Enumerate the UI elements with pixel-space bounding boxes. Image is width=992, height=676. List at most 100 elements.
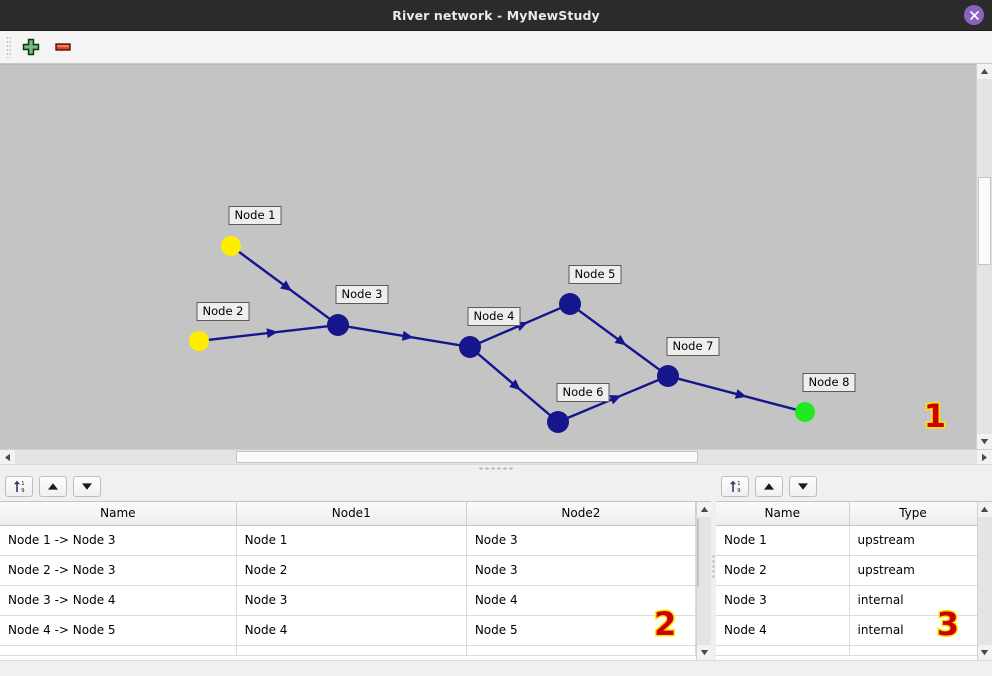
graph-vscroll-thumb[interactable] xyxy=(978,177,991,265)
graph-node-node-8[interactable] xyxy=(795,402,815,422)
vsplitter-grip-icon xyxy=(712,554,715,578)
triangle-down-icon xyxy=(82,483,92,490)
nodes-scroll-up-button[interactable] xyxy=(977,502,992,517)
column-header-type[interactable]: Type xyxy=(849,502,977,526)
links-vscroll-thumb[interactable] xyxy=(697,519,699,587)
nodes-sort-button[interactable]: 1 9 xyxy=(721,476,749,497)
table-cell[interactable]: internal xyxy=(849,585,977,616)
table-cell[interactable]: Node 4 xyxy=(466,585,696,616)
table-cell[interactable]: Node 3 xyxy=(716,585,850,616)
table-cell[interactable]: Node 4 -> Node 5 xyxy=(0,615,237,646)
chevron-up-icon xyxy=(700,506,708,512)
triangle-down-icon xyxy=(798,483,808,490)
nodes-move-down-button[interactable] xyxy=(789,476,817,497)
column-header-node2[interactable]: Node2 xyxy=(466,502,696,526)
graph-horizontal-scrollbar[interactable] xyxy=(0,449,992,464)
column-header-name[interactable]: Name xyxy=(716,502,850,526)
links-table-vertical-scrollbar[interactable] xyxy=(696,502,711,660)
vertical-splitter[interactable] xyxy=(711,472,716,660)
network-canvas[interactable]: Node 1 Node 2 Node 3 Node 4 Node 5 Node 6 Node… xyxy=(0,64,976,449)
edge-arrow-icon xyxy=(509,379,521,391)
scroll-down-button[interactable] xyxy=(977,434,992,449)
table-cell[interactable]: Node 2 xyxy=(236,555,467,586)
graph-node-node-1[interactable] xyxy=(221,236,241,256)
graph-vertical-scrollbar[interactable] xyxy=(976,64,992,449)
table-cell-empty xyxy=(716,645,850,656)
close-button[interactable] xyxy=(964,5,984,25)
links-sort-button[interactable]: 1 9 xyxy=(5,476,33,497)
horizontal-splitter[interactable] xyxy=(0,464,992,472)
table-cell[interactable]: internal xyxy=(849,615,977,646)
node-label-node-3[interactable]: Node 3 xyxy=(335,285,389,305)
graph-node-node-5[interactable] xyxy=(559,293,581,315)
delete-node-button[interactable] xyxy=(51,35,75,59)
table-empty-row[interactable] xyxy=(0,645,696,656)
table-cell[interactable]: Node 3 -> Node 4 xyxy=(0,585,237,616)
table-cell[interactable]: upstream xyxy=(849,555,977,586)
links-scroll-up-button[interactable] xyxy=(697,502,711,517)
scroll-left-button[interactable] xyxy=(0,450,15,464)
graph-panel: Node 1 Node 2 Node 3 Node 4 Node 5 Node 6 Node… xyxy=(0,64,992,464)
links-scroll-down-button[interactable] xyxy=(697,645,711,660)
chevron-down-icon xyxy=(700,650,708,656)
column-header-node1[interactable]: Node1 xyxy=(236,502,467,526)
table-empty-row[interactable] xyxy=(716,645,977,656)
table-cell[interactable]: Node 3 xyxy=(466,555,696,586)
node-label-node-5[interactable]: Node 5 xyxy=(568,265,622,285)
graph-node-node-2[interactable] xyxy=(189,331,209,351)
table-cell[interactable]: Node 2 -> Node 3 xyxy=(0,555,237,586)
nodes-scroll-down-button[interactable] xyxy=(977,645,992,660)
links-move-up-button[interactable] xyxy=(39,476,67,497)
table-cell[interactable]: Node 1 xyxy=(236,525,467,556)
graph-node-node-6[interactable] xyxy=(547,411,569,433)
node-label-node-7[interactable]: Node 7 xyxy=(666,337,720,357)
graph-node-node-4[interactable] xyxy=(459,336,481,358)
node-label-node-6[interactable]: Node 6 xyxy=(556,383,610,403)
node-label-node-8[interactable]: Node 8 xyxy=(802,373,856,393)
column-header-name[interactable]: Name xyxy=(0,502,237,526)
node-label-node-1[interactable]: Node 1 xyxy=(228,206,282,226)
table-cell[interactable]: Node 1 -> Node 3 xyxy=(0,525,237,556)
graph-hscroll-track[interactable] xyxy=(15,450,977,464)
table-cell[interactable]: Node 5 xyxy=(466,615,696,646)
table-cell[interactable]: Node 1 xyxy=(716,525,850,556)
scroll-right-button[interactable] xyxy=(977,450,992,464)
toolbar-grip[interactable] xyxy=(6,36,11,58)
links-vscroll-track[interactable] xyxy=(697,517,711,645)
nodes-table-vertical-scrollbar[interactable] xyxy=(976,502,992,660)
graph-hscroll-thumb[interactable] xyxy=(236,451,698,463)
add-node-button[interactable] xyxy=(19,35,43,59)
table-cell[interactable]: Node 2 xyxy=(716,555,850,586)
table-cell[interactable]: Node 4 xyxy=(236,615,467,646)
table-cell[interactable]: upstream xyxy=(849,525,977,556)
graph-node-node-7[interactable] xyxy=(657,365,679,387)
graph-vscroll-track[interactable] xyxy=(977,79,992,434)
node-label-node-2[interactable]: Node 2 xyxy=(196,302,250,322)
links-move-down-button[interactable] xyxy=(73,476,101,497)
table-cell[interactable]: Node 3 xyxy=(236,585,467,616)
node-label-node-4[interactable]: Node 4 xyxy=(467,307,521,327)
scroll-up-button[interactable] xyxy=(977,64,992,79)
nodes-move-up-button[interactable] xyxy=(755,476,783,497)
graph-node-node-3[interactable] xyxy=(327,314,349,336)
table-cell[interactable]: Node 4 xyxy=(716,615,850,646)
nodes-vscroll-track[interactable] xyxy=(977,517,992,645)
table-cell[interactable]: Node 3 xyxy=(466,525,696,556)
